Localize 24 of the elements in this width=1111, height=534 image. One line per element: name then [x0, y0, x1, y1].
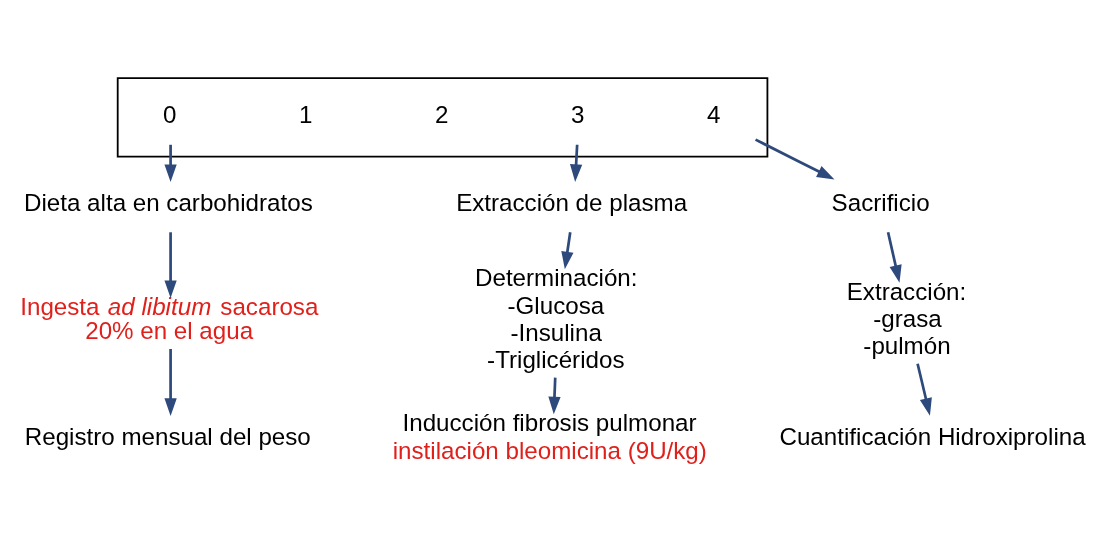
node-text: 3 [570, 101, 585, 129]
arrow [916, 363, 932, 416]
node-text: Extracción de plasma [456, 188, 688, 216]
arrow [561, 232, 574, 270]
node-text: Dieta alta en carbohidratos [24, 188, 313, 216]
arrow [548, 377, 561, 415]
node-text: 2 [435, 101, 449, 129]
node-text: Inducción fibrosis pulmonar instilación bleomicina (9U/kg) [392, 409, 707, 464]
node-text: Sacrificio [831, 188, 930, 216]
arrow [886, 231, 902, 283]
node-text: Cuantificación Hidroxiprolina [779, 422, 1086, 450]
arrow [164, 232, 177, 298]
node-text: Determinación: -Glucosa -Insulina -Triglicéridos [475, 264, 638, 373]
node-text: Extracción: -grasa -pulmón [846, 277, 967, 360]
node-text: 0 [163, 101, 177, 129]
node-text: Registro mensual del peso [24, 422, 311, 450]
node-text: 4 [706, 101, 721, 129]
cluster [116, 77, 769, 158]
arrow [569, 144, 583, 182]
node-text: Ingesta ad libitum sacarosa 20% en el agua [20, 293, 319, 345]
node-text: 1 [299, 101, 313, 129]
arrow [164, 144, 177, 182]
arrow [754, 138, 835, 180]
arrow [164, 348, 177, 416]
